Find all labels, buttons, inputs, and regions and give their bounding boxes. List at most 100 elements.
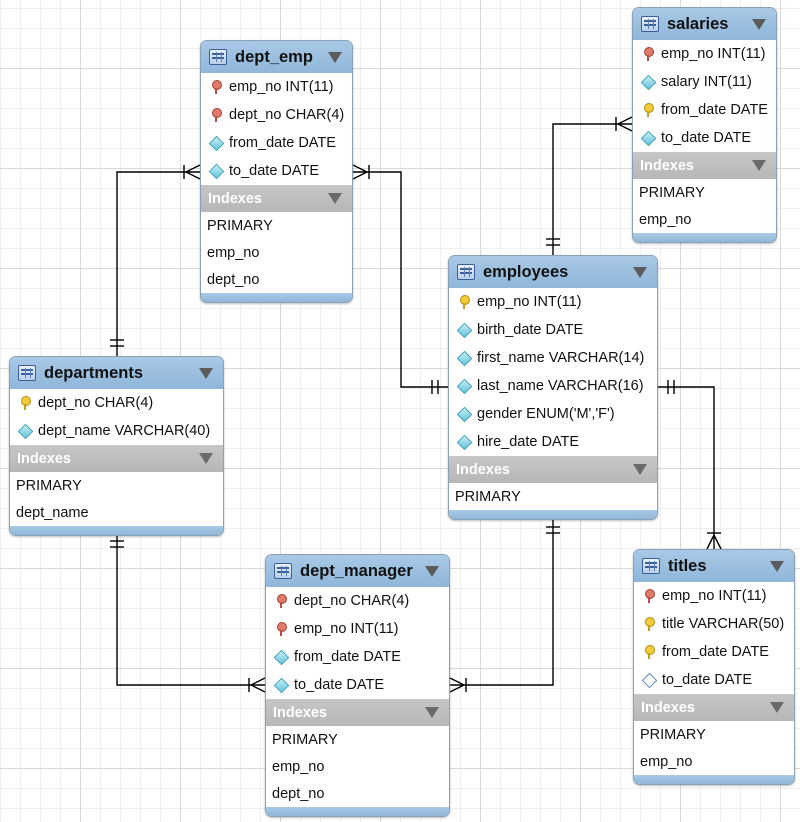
indexes-label: Indexes <box>640 157 694 174</box>
table-icon <box>18 365 36 381</box>
column-label: emp_no INT(11) <box>661 46 766 62</box>
column-row[interactable]: emp_no INT(11) <box>266 615 449 643</box>
column-label: salary INT(11) <box>661 74 752 90</box>
column-label: from_date DATE <box>662 644 769 660</box>
column-diamond-icon <box>641 75 655 89</box>
table-header[interactable]: employees <box>449 256 657 288</box>
column-row[interactable]: first_name VARCHAR(14) <box>449 344 657 372</box>
collapse-triangle-icon[interactable] <box>425 566 439 577</box>
column-diamond-empty-icon <box>642 673 656 687</box>
table-icon <box>641 16 659 32</box>
index-row[interactable]: PRIMARY <box>640 726 706 743</box>
collapse-triangle-icon[interactable] <box>770 702 784 713</box>
index-row[interactable]: PRIMARY <box>272 731 338 748</box>
column-row[interactable]: to_date DATE <box>633 124 776 152</box>
indexes-header[interactable]: Indexes <box>266 699 449 726</box>
collapse-triangle-icon[interactable] <box>328 52 342 63</box>
column-label: birth_date DATE <box>477 322 584 338</box>
table-titles[interactable]: titles emp_no INT(11) title VARCHAR(50) … <box>633 549 795 785</box>
column-row[interactable]: birth_date DATE <box>449 316 657 344</box>
column-row[interactable]: gender ENUM('M','F') <box>449 400 657 428</box>
column-row[interactable]: hire_date DATE <box>449 428 657 456</box>
table-header[interactable]: dept_manager <box>266 555 449 587</box>
column-label: first_name VARCHAR(14) <box>477 350 645 366</box>
index-row[interactable]: PRIMARY <box>639 184 705 201</box>
column-diamond-icon <box>457 435 471 449</box>
table-salaries[interactable]: salaries emp_no INT(11) salary INT(11) f… <box>632 7 777 243</box>
index-row[interactable]: emp_no <box>639 211 692 228</box>
column-row[interactable]: from_date DATE <box>266 643 449 671</box>
column-row[interactable]: dept_name VARCHAR(40) <box>10 417 223 445</box>
collapse-triangle-icon[interactable] <box>199 453 213 464</box>
fk-key-icon <box>642 589 656 603</box>
table-header[interactable]: titles <box>634 550 794 582</box>
index-row[interactable]: dept_no <box>272 785 325 802</box>
column-row[interactable]: dept_no CHAR(4) <box>266 587 449 615</box>
column-row[interactable]: to_date DATE <box>201 157 352 185</box>
collapse-triangle-icon[interactable] <box>328 193 342 204</box>
index-row[interactable]: emp_no <box>272 758 325 775</box>
table-dept-manager[interactable]: dept_manager dept_no CHAR(4) emp_no INT(… <box>265 554 450 817</box>
column-row[interactable]: emp_no INT(11) <box>633 40 776 68</box>
index-row[interactable]: emp_no <box>207 244 260 261</box>
column-row[interactable]: from_date DATE <box>633 96 776 124</box>
column-label: to_date DATE <box>229 163 320 179</box>
connector-departments-dept-emp <box>116 171 200 357</box>
table-title: dept_emp <box>235 47 313 66</box>
table-title: titles <box>668 556 707 575</box>
index-row[interactable]: dept_name <box>16 504 89 521</box>
column-label: from_date DATE <box>294 649 401 665</box>
indexes-header[interactable]: Indexes <box>633 152 776 179</box>
index-row[interactable]: dept_no <box>207 271 260 288</box>
indexes-header[interactable]: Indexes <box>634 694 794 721</box>
cardinality-many-mark <box>250 684 266 693</box>
collapse-triangle-icon[interactable] <box>752 160 766 171</box>
index-row[interactable]: PRIMARY <box>455 488 521 505</box>
collapse-triangle-icon[interactable] <box>633 267 647 278</box>
column-row[interactable]: salary INT(11) <box>633 68 776 96</box>
column-label: emp_no INT(11) <box>294 621 399 637</box>
column-label: emp_no INT(11) <box>477 294 582 310</box>
column-row[interactable]: dept_no CHAR(4) <box>10 389 223 417</box>
column-row[interactable]: last_name VARCHAR(16) <box>449 372 657 400</box>
collapse-triangle-icon[interactable] <box>425 707 439 718</box>
index-row[interactable]: PRIMARY <box>207 217 273 234</box>
collapse-triangle-icon[interactable] <box>199 368 213 379</box>
table-header[interactable]: salaries <box>633 8 776 40</box>
column-row[interactable]: from_date DATE <box>201 129 352 157</box>
collapse-triangle-icon[interactable] <box>633 464 647 475</box>
table-departments[interactable]: departments dept_no CHAR(4) dept_name VA… <box>9 356 224 536</box>
index-row[interactable]: emp_no <box>640 753 693 770</box>
column-row[interactable]: to_date DATE <box>634 666 794 694</box>
cardinality-many-mark <box>706 534 715 550</box>
collapse-triangle-icon[interactable] <box>770 561 784 572</box>
indexes-label: Indexes <box>456 461 510 478</box>
collapse-triangle-icon[interactable] <box>752 19 766 30</box>
indexes-label: Indexes <box>208 190 262 207</box>
column-label: dept_no CHAR(4) <box>229 107 345 123</box>
column-row[interactable]: emp_no INT(11) <box>634 582 794 610</box>
pk-key-icon <box>641 103 655 117</box>
indexes-header[interactable]: Indexes <box>10 445 223 472</box>
column-row[interactable]: to_date DATE <box>266 671 449 699</box>
table-footer <box>633 233 776 242</box>
table-header[interactable]: departments <box>10 357 223 389</box>
index-row[interactable]: PRIMARY <box>16 477 82 494</box>
table-title: salaries <box>667 14 729 33</box>
cardinality-many-mark <box>617 116 633 125</box>
connector-employees-titles <box>658 386 715 549</box>
pk-key-icon <box>642 617 656 631</box>
table-footer <box>634 775 794 784</box>
table-header[interactable]: dept_emp <box>201 41 352 73</box>
table-icon <box>642 558 660 574</box>
indexes-header[interactable]: Indexes <box>449 456 657 483</box>
column-row[interactable]: from_date DATE <box>634 638 794 666</box>
column-diamond-icon <box>457 379 471 393</box>
column-row[interactable]: emp_no INT(11) <box>201 73 352 101</box>
table-dept-emp[interactable]: dept_emp emp_no INT(11) dept_no CHAR(4) … <box>200 40 353 303</box>
table-employees[interactable]: employees emp_no INT(11) birth_date DATE… <box>448 255 658 520</box>
column-row[interactable]: emp_no INT(11) <box>449 288 657 316</box>
column-row[interactable]: dept_no CHAR(4) <box>201 101 352 129</box>
indexes-header[interactable]: Indexes <box>201 185 352 212</box>
column-row[interactable]: title VARCHAR(50) <box>634 610 794 638</box>
